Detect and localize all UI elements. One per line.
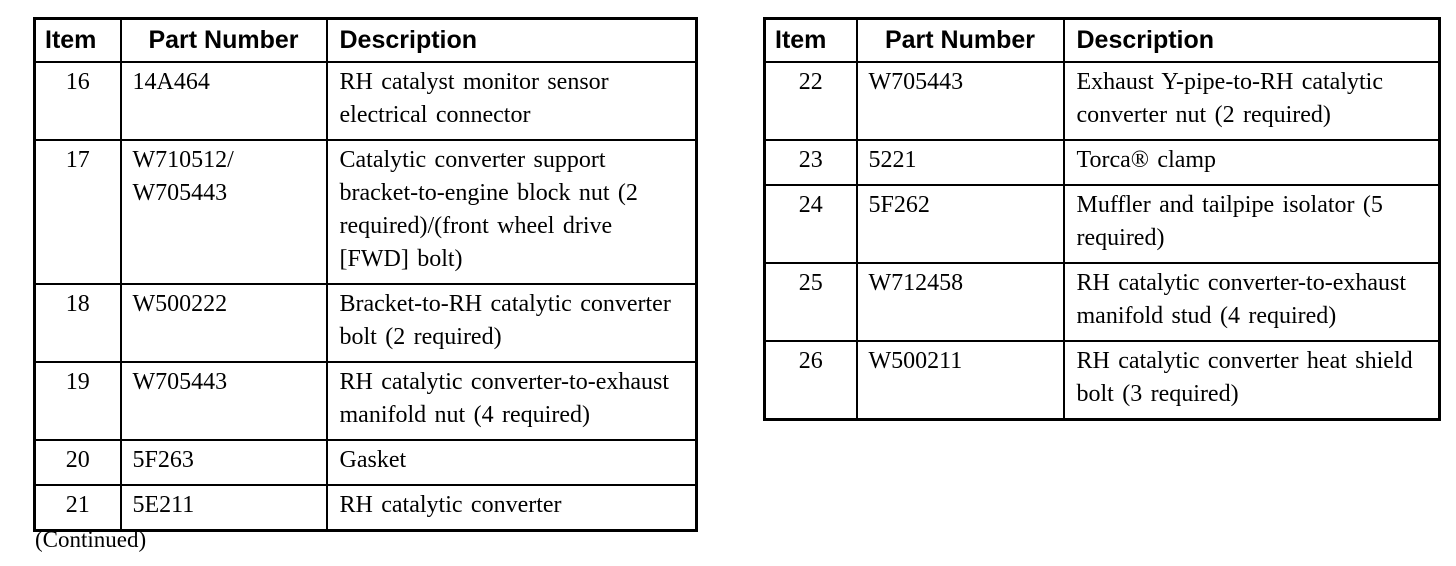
continued-note: (Continued)	[35, 527, 147, 552]
cell-part-number: 5221	[855, 139, 1065, 186]
cell-item: 23	[763, 139, 858, 186]
cell-description: Torca® clamp	[1062, 139, 1441, 186]
cell-description: Bracket-to-RH catalytic converter bolt (…	[325, 283, 698, 363]
column-header-description: Description	[325, 17, 698, 63]
cell-item: 25	[763, 262, 858, 342]
cell-description: RH catalytic converter heat shield bolt …	[1062, 340, 1441, 421]
cell-description: Exhaust Y-pipe-to-RH catalytic converter…	[1062, 61, 1441, 141]
cell-description: Catalytic converter support bracket-to-e…	[325, 139, 698, 285]
column-header-part-number: Part Number	[119, 17, 328, 63]
cell-item: 22	[763, 61, 858, 141]
cell-item: 20	[33, 439, 122, 486]
cell-item: 24	[763, 184, 858, 264]
cell-description: RH catalytic converter	[325, 484, 698, 532]
cell-part-number: 14A464	[119, 61, 328, 141]
cell-item: 16	[33, 61, 122, 141]
cell-description: RH catalytic converter-to-exhaust manifo…	[1062, 262, 1441, 342]
cell-part-number: 5F263	[119, 439, 328, 486]
cell-item: 17	[33, 139, 122, 285]
cell-part-number: W705443	[855, 61, 1065, 141]
column-header-item: Item	[763, 17, 858, 63]
cell-part-number: W712458	[855, 262, 1065, 342]
cell-part-number: W500211	[855, 340, 1065, 421]
cell-description: Gasket	[325, 439, 698, 486]
cell-part-number: W705443	[119, 361, 328, 441]
cell-item: 18	[33, 283, 122, 363]
cell-item: 19	[33, 361, 122, 441]
cell-item: 21	[33, 484, 122, 532]
column-header-description: Description	[1062, 17, 1441, 63]
cell-item: 26	[763, 340, 858, 421]
cell-part-number: 5E211	[119, 484, 328, 532]
column-header-item: Item	[33, 17, 122, 63]
cell-description: RH catalytic converter-to-exhaust manifo…	[325, 361, 698, 441]
cell-part-number: W500222	[119, 283, 328, 363]
column-header-part-number: Part Number	[855, 17, 1065, 63]
cell-description: RH catalyst monitor sensor electrical co…	[325, 61, 698, 141]
cell-description: Muffler and tailpipe isolator (5 require…	[1062, 184, 1441, 264]
cell-part-number: W710512/ W705443	[119, 139, 328, 285]
cell-part-number: 5F262	[855, 184, 1065, 264]
